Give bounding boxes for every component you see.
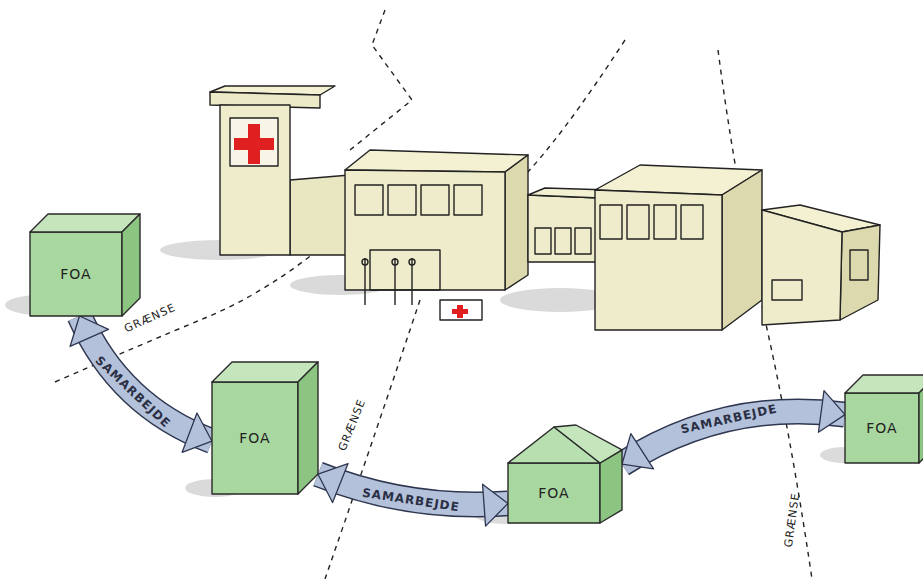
cooperation-arrow xyxy=(70,316,212,452)
box-side xyxy=(298,362,318,494)
arrow-head xyxy=(622,434,654,469)
box-roof xyxy=(554,425,622,463)
border-label: GRÆNSE xyxy=(782,492,803,548)
box-label-area: FOA xyxy=(30,232,122,316)
arrow-head xyxy=(70,316,108,346)
box-label: FOA xyxy=(538,485,569,501)
box-front xyxy=(845,393,919,463)
cooperation-arrow xyxy=(622,391,845,469)
box-side xyxy=(919,375,923,463)
box-label: FOA xyxy=(866,420,897,436)
border-label: GRÆNSE xyxy=(336,397,369,453)
box-label-area: FOA xyxy=(212,382,298,494)
foa-box: FOA xyxy=(30,214,140,316)
box-label: FOA xyxy=(239,430,270,446)
foa-box: FOA xyxy=(212,362,318,494)
arrow-label: SAMARBEJDE xyxy=(362,485,461,514)
box-front xyxy=(30,232,122,316)
box-side xyxy=(122,214,140,316)
box-outline xyxy=(212,362,318,494)
box-outline xyxy=(845,375,923,463)
box-outline xyxy=(30,214,140,316)
box-top xyxy=(845,375,923,393)
arrow-band xyxy=(80,316,213,441)
box-label: FOA xyxy=(60,266,91,282)
arrow-head xyxy=(818,391,845,433)
cooperation-arrow xyxy=(318,464,508,527)
box-top xyxy=(30,214,140,232)
box-label-area: FOA xyxy=(508,463,600,523)
arrow-head xyxy=(318,464,348,503)
box-outline xyxy=(508,425,622,523)
arrow-head xyxy=(182,413,212,452)
arrow-label: SAMARBEJDE xyxy=(679,401,778,436)
box-label-area: FOA xyxy=(845,393,919,463)
box-front xyxy=(508,463,600,523)
box-front xyxy=(212,382,298,494)
border-lines xyxy=(55,10,812,579)
arrow-head xyxy=(483,484,508,526)
arrow-label: SAMARBEJDE xyxy=(92,354,173,432)
hospital-buildings xyxy=(210,86,880,330)
arrow-band-outline xyxy=(80,316,213,441)
foa-box: FOA xyxy=(508,425,622,523)
foa-box: FOA xyxy=(845,375,923,463)
